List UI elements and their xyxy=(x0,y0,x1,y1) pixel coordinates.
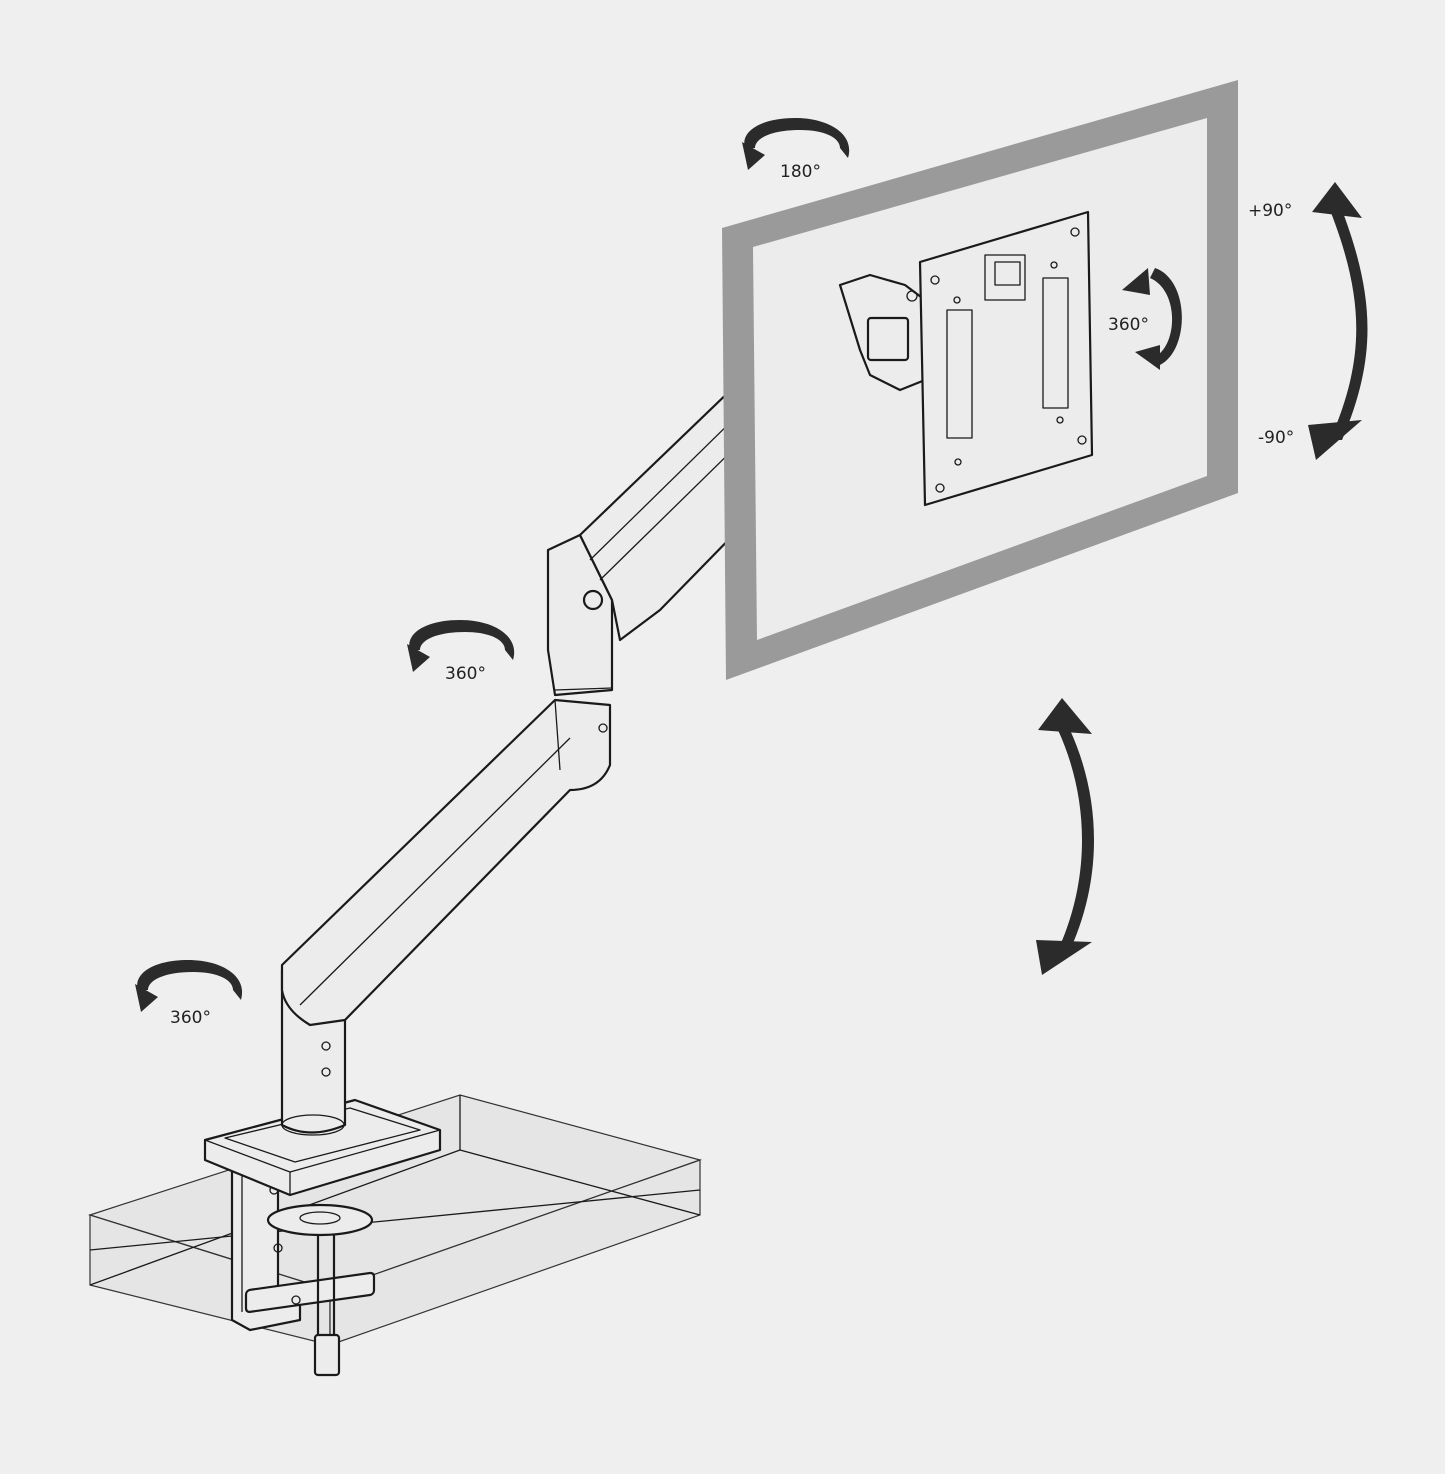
vesa-rotation-label: 360° xyxy=(1108,315,1149,335)
monitor-rotation-label: 180° xyxy=(780,162,821,182)
vesa-plate xyxy=(918,210,1094,507)
base-rotation-label: 360° xyxy=(170,1008,211,1028)
tilt-down-label: -90° xyxy=(1258,428,1294,448)
arm-rotation-label: 360° xyxy=(445,664,486,684)
rotation-arrow-base-icon xyxy=(135,960,243,1012)
rotation-arrow-vesa-icon xyxy=(1122,268,1182,370)
lower-arm xyxy=(280,698,612,1027)
tilt-arrow-icon xyxy=(1308,182,1368,460)
tilt-up-label: +90° xyxy=(1248,201,1292,221)
base-plate xyxy=(203,1098,442,1197)
rotation-arrow-monitor-icon xyxy=(742,118,850,170)
height-adjust-arrow-icon xyxy=(1036,698,1094,975)
rotation-arrow-arm-icon xyxy=(407,620,515,672)
